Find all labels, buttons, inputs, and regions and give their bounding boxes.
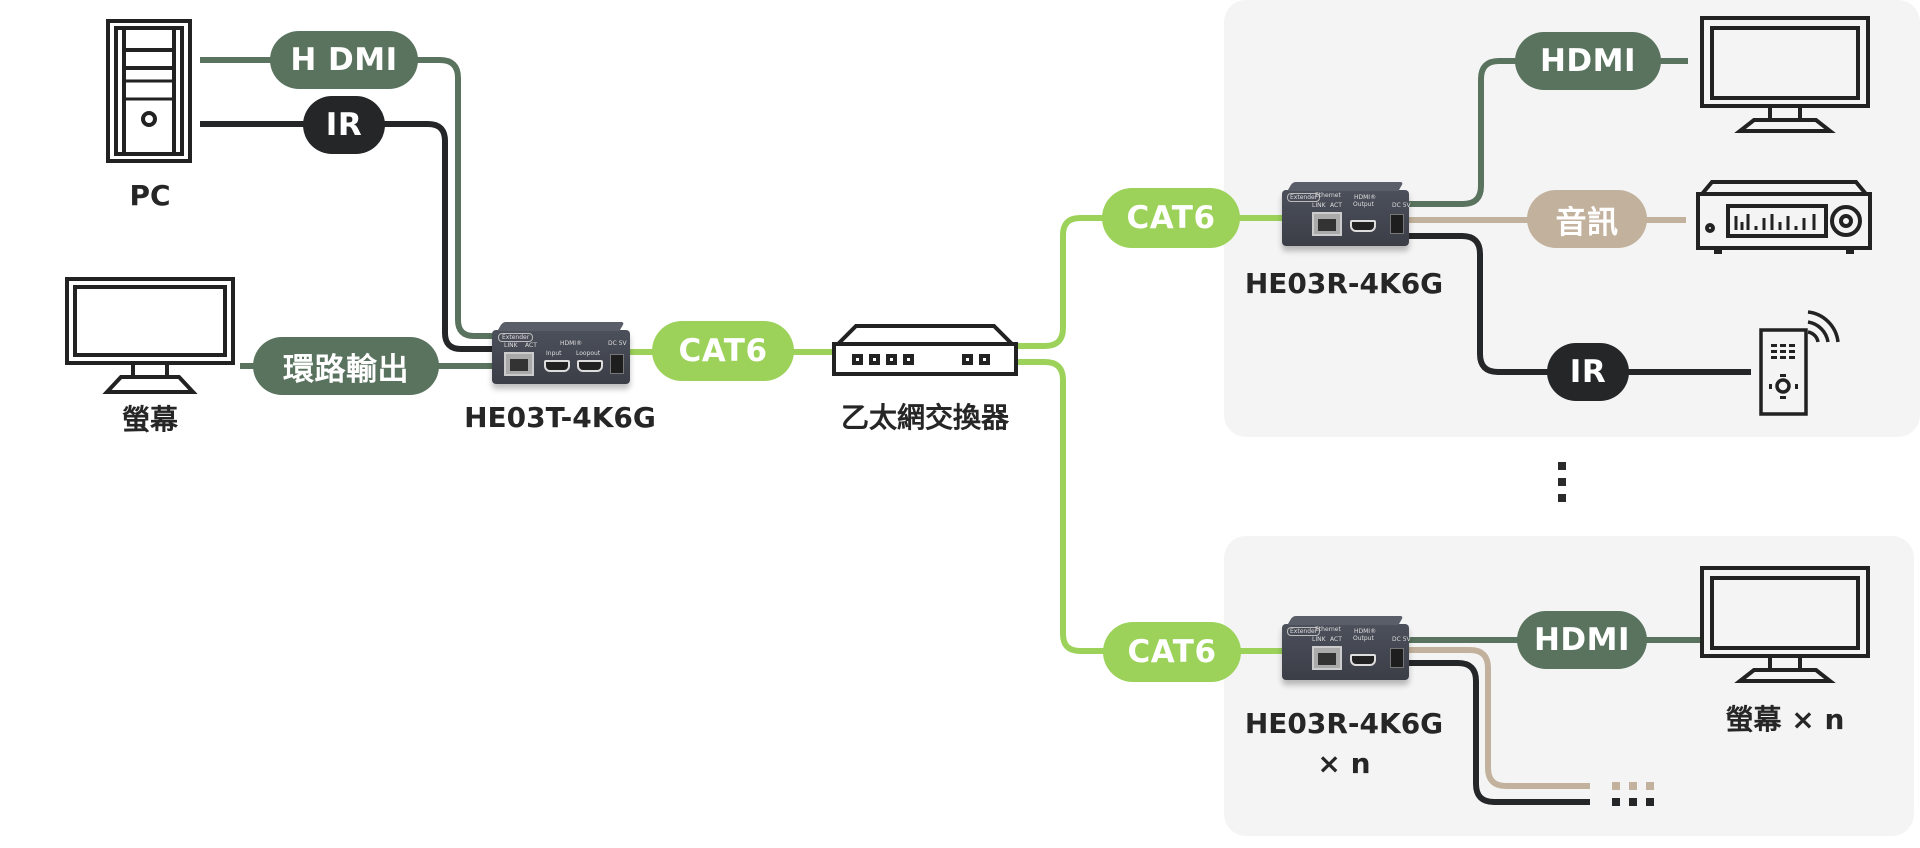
cat6-pill-rx-bottom: CAT6	[1103, 622, 1241, 682]
device-dc-text: DC 5V	[1392, 636, 1411, 643]
device-badge-text: Extender	[498, 333, 534, 342]
hdmi-pill-source: H DMI	[270, 31, 418, 89]
loop-out-pill: 環路輸出	[253, 337, 439, 395]
receiver-bottom-multiplier: × n	[1317, 747, 1371, 780]
wire-rx-bottom-audio	[1409, 647, 1590, 789]
switch-label: 乙太網交換器	[840, 401, 1009, 434]
rj45-port	[1312, 212, 1342, 236]
device-ethernet-text: Ethernet	[1315, 626, 1341, 633]
wire-rx-bottom-ir	[1409, 660, 1590, 805]
hdmi-output-port	[1350, 220, 1376, 232]
ir-continuation-dots	[1612, 798, 1658, 806]
device-hdmi-text: HDMI®	[1354, 194, 1377, 201]
dc-power-port	[1390, 214, 1404, 234]
rj45-port	[504, 352, 534, 376]
receiver-device-bottom: Extender Ethernet LINK ACT HDMI® Output …	[1282, 616, 1411, 680]
ethernet-switch-icon	[832, 324, 1018, 376]
monitor-icon	[1700, 16, 1870, 133]
more-receivers-ellipsis	[1558, 462, 1568, 507]
wire-switch-rx-bottom	[1018, 359, 1285, 654]
ir-remote-icon	[1759, 310, 1840, 416]
transmitter-device: Extender LINK ACT HDMI® Input Loopout DC…	[492, 322, 630, 384]
audio-receiver-icon	[1696, 180, 1872, 254]
device-act-text: ACT	[525, 342, 537, 349]
device-input-text: Input	[546, 350, 562, 357]
device-act-text: ACT	[1330, 202, 1342, 209]
cat6-pill-tx: CAT6	[652, 321, 794, 381]
wire-rx-top-ir	[1409, 233, 1751, 375]
dc-power-port	[1390, 648, 1404, 668]
hdmi-input-port	[544, 360, 570, 372]
wire-pc-ir	[200, 121, 492, 352]
ir-pill-source: IR	[303, 96, 385, 154]
receiver-bottom-model-label: HE03R-4K6G	[1244, 707, 1444, 740]
device-dc-text: DC 5V	[608, 340, 627, 347]
hdmi-pill-rx-bottom: HDMI	[1517, 611, 1647, 669]
rj45-port	[1312, 646, 1342, 670]
receiver-device-top: Extender Ethernet LINK ACT HDMI® Output …	[1282, 182, 1411, 246]
audio-continuation-dots	[1612, 782, 1658, 790]
pc-tower-icon	[106, 19, 192, 163]
wire-switch-rx-top	[1018, 215, 1285, 349]
transmitter-model-label: HE03T-4K6G	[464, 401, 656, 434]
receiver-top-model-label: HE03R-4K6G	[1244, 267, 1444, 300]
hdmi-output-port	[1350, 654, 1376, 666]
pc-label: PC	[129, 179, 171, 212]
cat6-pill-rx-top: CAT6	[1102, 188, 1240, 248]
monitor-icon	[65, 277, 235, 394]
monitor-icon	[1700, 566, 1870, 683]
device-link-text: LINK	[1312, 636, 1326, 643]
device-link-text: LINK	[1312, 202, 1326, 209]
device-link-text: LINK	[504, 342, 518, 349]
device-dc-text: DC 5V	[1392, 202, 1411, 209]
device-badge-text: Extender	[1287, 193, 1321, 202]
device-badge-text: Extender	[1287, 627, 1321, 636]
wire-rx-top-hdmi	[1409, 58, 1688, 207]
wire-pc-hdmi	[200, 57, 492, 339]
device-loopout-text: Loopout	[576, 350, 601, 357]
hdmi-loopout-port	[577, 360, 603, 372]
audio-pill-rx-top: 音訊	[1527, 190, 1647, 248]
device-ethernet-text: Ethernet	[1315, 192, 1341, 199]
device-hdmi-text: HDMI®	[560, 340, 583, 347]
device-hdmi-text: HDMI®	[1354, 628, 1377, 635]
device-act-text: ACT	[1330, 636, 1342, 643]
hdmi-pill-rx-top: HDMI	[1515, 32, 1661, 90]
ir-pill-rx-top: IR	[1547, 343, 1629, 401]
monitor-multiplier-label: 螢幕 × n	[1725, 703, 1845, 736]
device-output-text: Output	[1353, 201, 1374, 208]
dc-power-port	[610, 354, 624, 374]
device-output-text: Output	[1353, 635, 1374, 642]
monitor-label: 螢幕	[121, 403, 178, 436]
